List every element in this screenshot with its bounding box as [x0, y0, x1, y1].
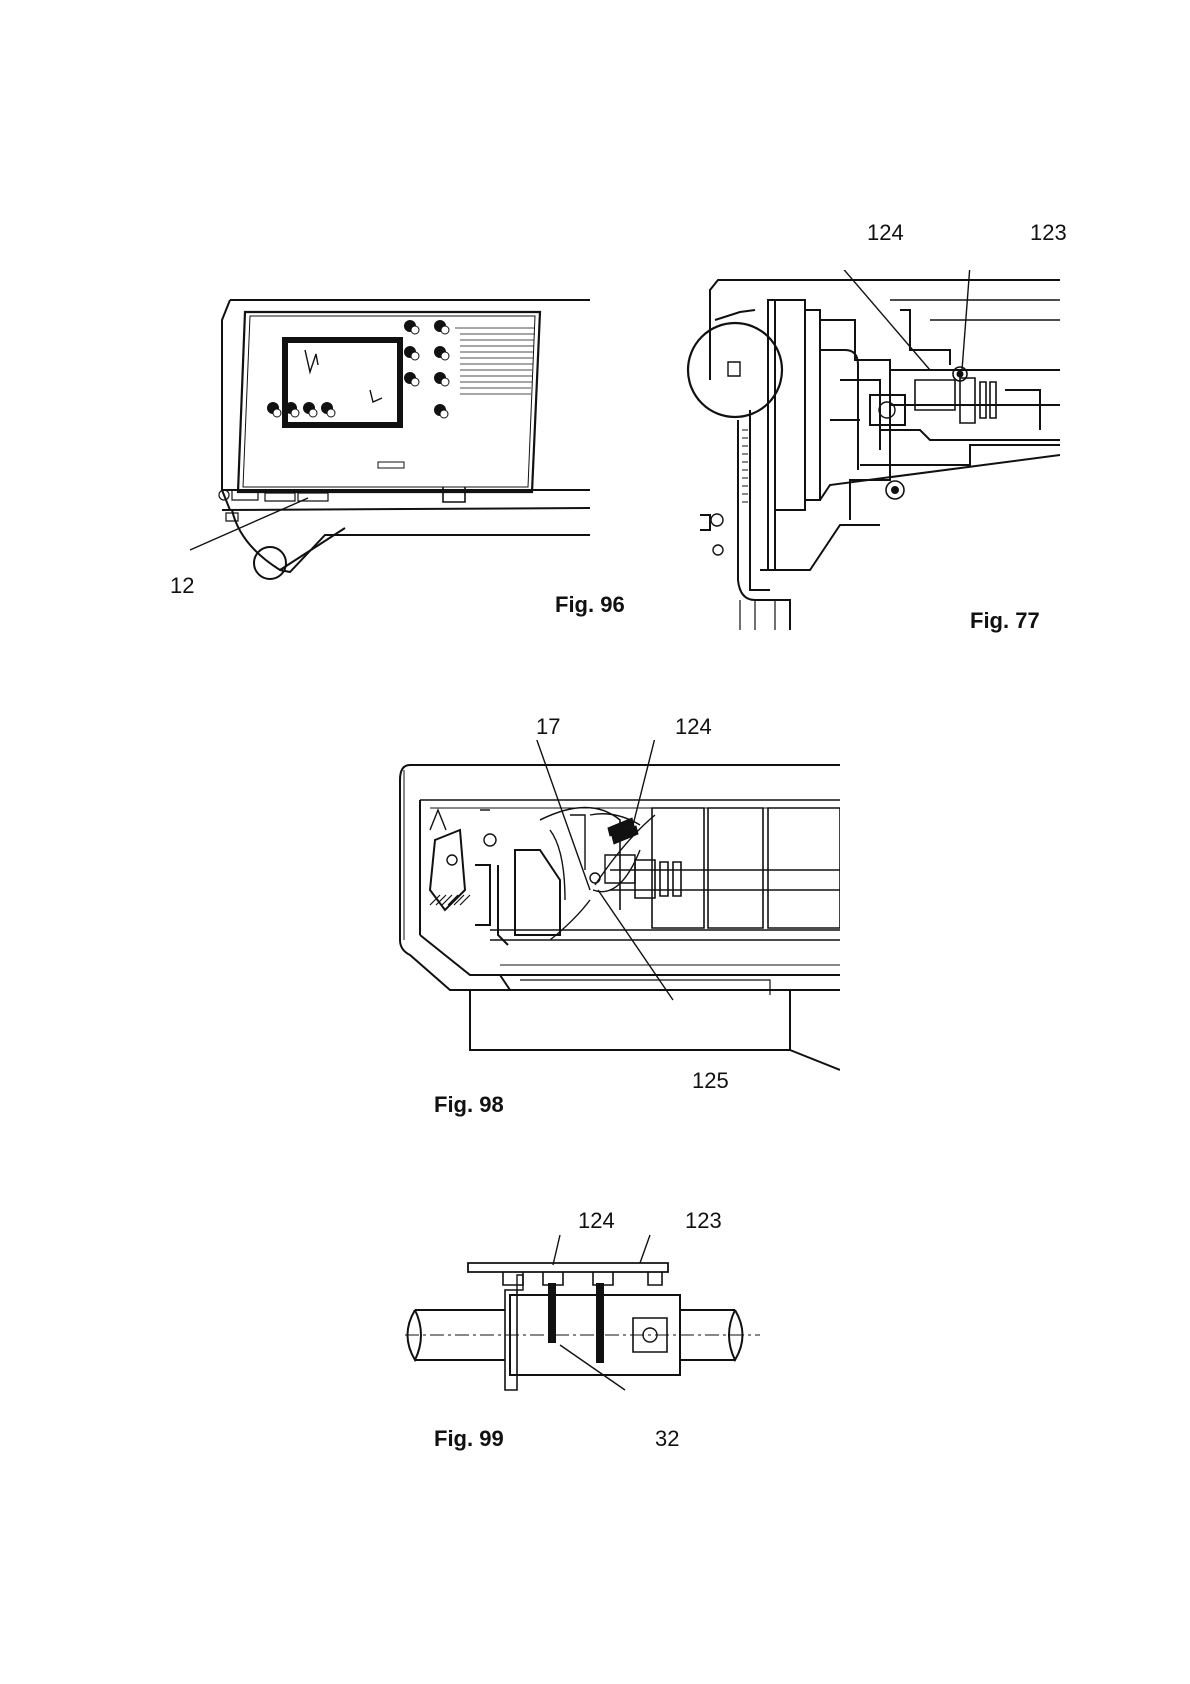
caption-fig-98: Fig. 98 — [434, 1094, 504, 1116]
callout-124-fig99: 124 — [578, 1210, 615, 1232]
callout-125: 125 — [692, 1070, 729, 1092]
figure-96-control-panel-drawing — [160, 280, 600, 610]
callout-17: 17 — [536, 716, 560, 738]
figure-77-mechanism-drawing — [680, 270, 1060, 630]
callout-124-fig98: 124 — [675, 716, 712, 738]
callout-12: 12 — [170, 575, 194, 597]
caption-fig-99: Fig. 99 — [434, 1428, 504, 1450]
figure-98-interior-drawing — [390, 740, 840, 1080]
callout-124-fig77: 124 — [867, 222, 904, 244]
callout-123-fig99: 123 — [685, 1210, 722, 1232]
caption-fig-77: Fig. 77 — [970, 610, 1040, 632]
caption-fig-96: Fig. 96 — [555, 594, 625, 616]
callout-123-fig77: 123 — [1030, 222, 1067, 244]
callout-32: 32 — [655, 1428, 679, 1450]
